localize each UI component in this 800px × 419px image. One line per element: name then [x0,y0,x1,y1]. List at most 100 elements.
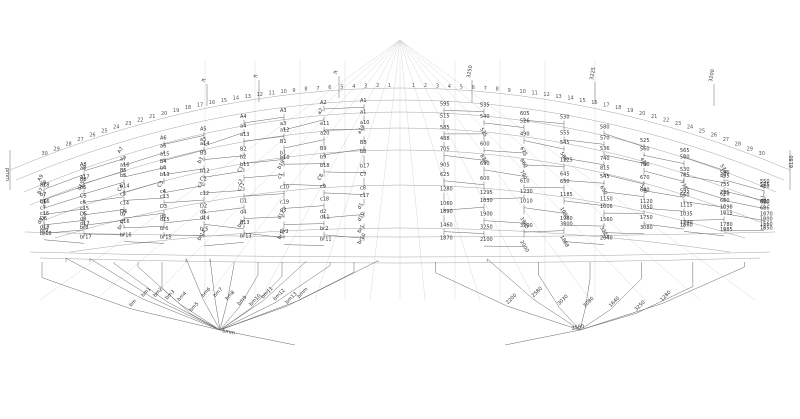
right-node-label: 610 [520,178,530,184]
right-node-label: 580 [600,124,610,130]
right-node-label: 650 [598,185,608,196]
top-left-tag: lt [201,78,207,82]
guide-ray [399,39,426,301]
arc-number: 17 [197,103,203,109]
bottom-edge [89,258,221,331]
bottom-edge [219,262,283,331]
left-node-label: d14 [200,215,210,221]
right-node-label: 478 [638,156,648,167]
tree-edge [43,229,85,234]
right-node-label: 500 [680,155,690,161]
left-node-label: a16 [120,162,129,168]
arc-number: 11 [531,90,537,96]
arc-number: 7 [316,86,319,92]
tree-edge [283,119,325,131]
left-node-label: d16 [120,219,130,225]
tree-edge [323,192,365,195]
left-node-label: B2 [240,147,247,153]
right-node-label: 525 [640,138,650,144]
left-node-label: br5 [200,226,208,232]
left-node-label: a15 [160,151,169,157]
left-node-label: c14 [120,201,129,207]
bottom-edge [209,258,221,331]
arc-number: 26 [89,133,95,139]
arc-number: 11 [269,90,275,96]
left-node-label: B1 [280,139,287,145]
arc-number: 2 [424,83,427,89]
right-node-label: 595 [680,188,690,194]
root-right-label: 2580 [571,323,585,332]
dome-arc [69,227,731,253]
right-node-label: 1560 [600,217,613,223]
right-node-label: 1035 [680,211,693,217]
right-node-label: 1185 [560,192,573,198]
left-node-label: b6 [80,185,86,191]
dome-arc [23,111,777,193]
left-node-label: c13 [160,194,169,200]
right-node-label: 740 [600,156,610,162]
right-node-label: 1006 [600,204,613,210]
tree-edge [523,164,565,167]
right-node-label: 3225 [598,226,610,240]
right-node-label: 600 [480,141,490,147]
right-node-label: 675 [518,146,528,157]
tree-edge [443,180,485,186]
left-node-label: B5 [120,168,127,174]
left-node-label: D2 [200,204,207,210]
left-node-label: b3 [197,156,205,165]
tree-edge [483,169,525,177]
right-node-label: 1900 [480,212,493,218]
tree-edge [43,195,85,209]
bottom-edge [219,262,235,331]
tree-edge [123,180,165,193]
bottom-right-label: 3030 [556,294,569,307]
left-node-label: a11 [320,121,329,127]
arc-number: 3 [436,83,439,89]
left-node-label: B9 [320,146,327,152]
left-node-label: a14 [200,141,209,147]
right-node-label: 605 [520,111,530,117]
left-node-label: C8 [317,173,326,182]
bottom-edge [185,258,221,331]
arc-number: 14 [233,96,239,102]
tree-edge [243,216,285,219]
right-node-label: 775 [678,180,688,191]
left-node-label: A5 [200,126,207,132]
left-node-label: b18 [320,163,330,169]
right-node-label: 488 [440,136,450,142]
left-node-label: b2 [240,155,246,161]
right-node-label: 645 [560,171,570,177]
right-node-label: 2640 [600,236,613,242]
tree-edge [83,181,125,195]
bottom-edge [41,262,221,331]
right-node-label: 1750 [640,215,653,221]
left-node-label: d4 [240,210,246,216]
right-node-label: 790 [640,162,650,168]
tree-edge [483,220,525,224]
guide-ray [399,39,701,301]
right-node-label: 1150 [600,197,613,203]
tree-edge [83,209,125,216]
dome-arc [15,99,785,181]
left-node-label: C3 [157,180,166,189]
left-node-label: br15 [160,234,172,240]
guide-ray [399,39,591,301]
right-node-label: 1888 [558,235,570,249]
tree-edge [123,241,165,244]
guide-ray [399,39,646,301]
right-node-label: 1905 [518,216,530,230]
tree-edge [563,200,605,206]
left-node-label: br4 [237,219,246,229]
left-node-label: br17 [80,234,92,240]
tree-edge [243,193,285,197]
tree-edge [563,241,605,245]
left-node-label: d2 [320,209,326,215]
right-node-label: 720 [758,194,768,205]
right-node-label: 3250 [480,225,493,231]
left-node-label: b15 [77,180,87,191]
guide-ray [314,39,401,301]
tree-edge [123,212,165,219]
tree-edge [123,167,165,178]
left-node-label: b13 [160,172,170,178]
left-node-label: C4 [117,184,126,193]
